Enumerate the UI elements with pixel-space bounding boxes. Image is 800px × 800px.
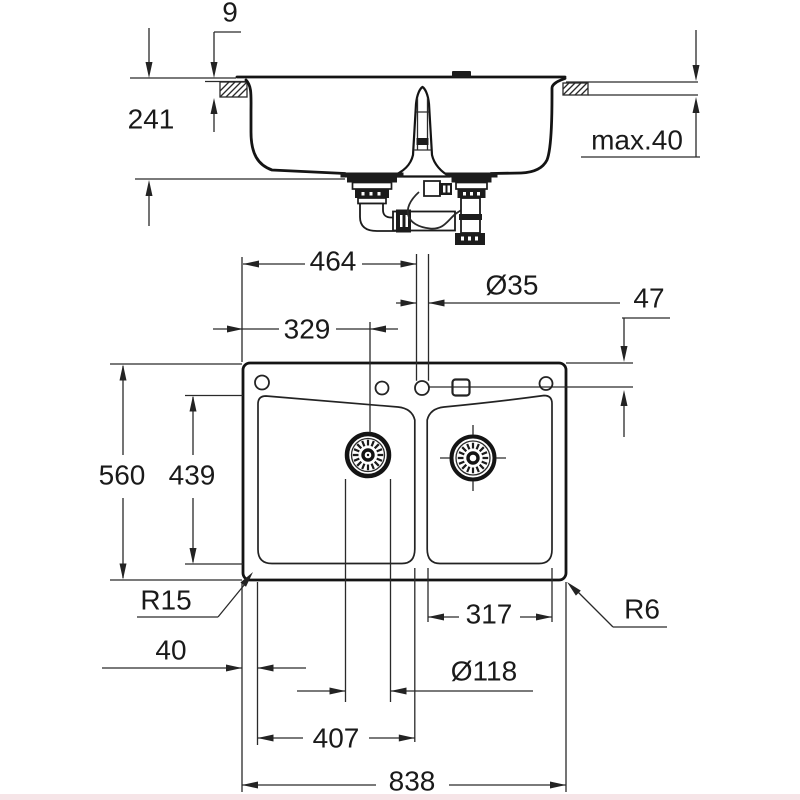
mounting-clip (452, 71, 471, 78)
dim-tap-offset-x: 464 (243, 246, 417, 277)
dim-overall-width: 838 (242, 766, 566, 797)
dim-overall-depth: 560 (99, 364, 146, 580)
dim-bowl-radius-label: R15 (140, 585, 191, 616)
dim-tap-diameter-label: Ø35 (486, 270, 539, 301)
plan-view: 464 Ø35 329 47 560 (99, 246, 670, 797)
hole-tap (414, 380, 430, 396)
dim-bowl-depth: 439 (169, 395, 216, 564)
dim-tap-diameter: Ø35 (396, 270, 620, 307)
sink-section-outline (235, 75, 567, 176)
right-bowl-drain (440, 425, 506, 491)
extension-lines (110, 254, 567, 792)
dim-overall-depth-label: 560 (99, 460, 146, 491)
counter-hatch-right (562, 82, 589, 96)
dim-tap-offset-x-label: 464 (310, 246, 357, 277)
hole-square (451, 378, 471, 397)
dim-tap-offset-y: 47 (620, 283, 670, 437)
dim-right-bowl-width: 317 (428, 599, 552, 630)
left-bowl-outline (257, 395, 416, 565)
dim-edge-offset-label: 40 (155, 635, 186, 666)
dim-corner-radius: R6 (567, 582, 667, 628)
dim-bowl-radius: R15 (137, 572, 253, 618)
hole-left-outer (254, 374, 270, 391)
dim-right-bowl-width-label: 317 (466, 599, 513, 630)
center-divider-section (390, 85, 451, 178)
dim-counter-thickness: max.40 (581, 30, 700, 158)
dim-tap-offset-y-label: 47 (633, 283, 664, 314)
dim-depth-overall: 241 (128, 28, 175, 226)
dim-drain-diameter: Ø118 (297, 656, 533, 695)
left-bowl-drain (344, 431, 392, 479)
hole-left-inner (374, 380, 390, 396)
front-section-view: 9 241 max.40 (128, 0, 700, 245)
dim-depth-label: 241 (128, 104, 175, 135)
hole-right-outer (538, 376, 554, 391)
right-drain-assembly (445, 172, 498, 245)
bottom-accent-strip (0, 794, 800, 800)
right-bowl-outline (426, 394, 553, 565)
dim-edge-offset: 40 (102, 635, 306, 672)
dim-rim-height-label: 9 (222, 0, 238, 28)
dim-counter-max-label: max.40 (591, 125, 683, 156)
dim-left-span-label: 407 (313, 723, 360, 754)
left-drain-assembly (340, 172, 465, 233)
dim-corner-radius-label: R6 (624, 594, 660, 625)
dim-drain-diameter-label: Ø118 (451, 656, 517, 687)
tap-holes (254, 374, 554, 397)
dim-bowl-depth-label: 439 (169, 460, 216, 491)
dim-rim-height: 9 (210, 0, 241, 132)
sink-outer-rim (241, 361, 568, 582)
dim-left-span: 407 (257, 723, 415, 754)
countertop-lines (130, 77, 698, 180)
dim-drain-offset-label: 329 (284, 314, 331, 345)
counter-hatch-left (219, 81, 248, 98)
dim-drain-offset: 329 (213, 314, 398, 345)
tap-centerline (429, 362, 633, 388)
dim-overall-width-label: 838 (389, 766, 436, 797)
